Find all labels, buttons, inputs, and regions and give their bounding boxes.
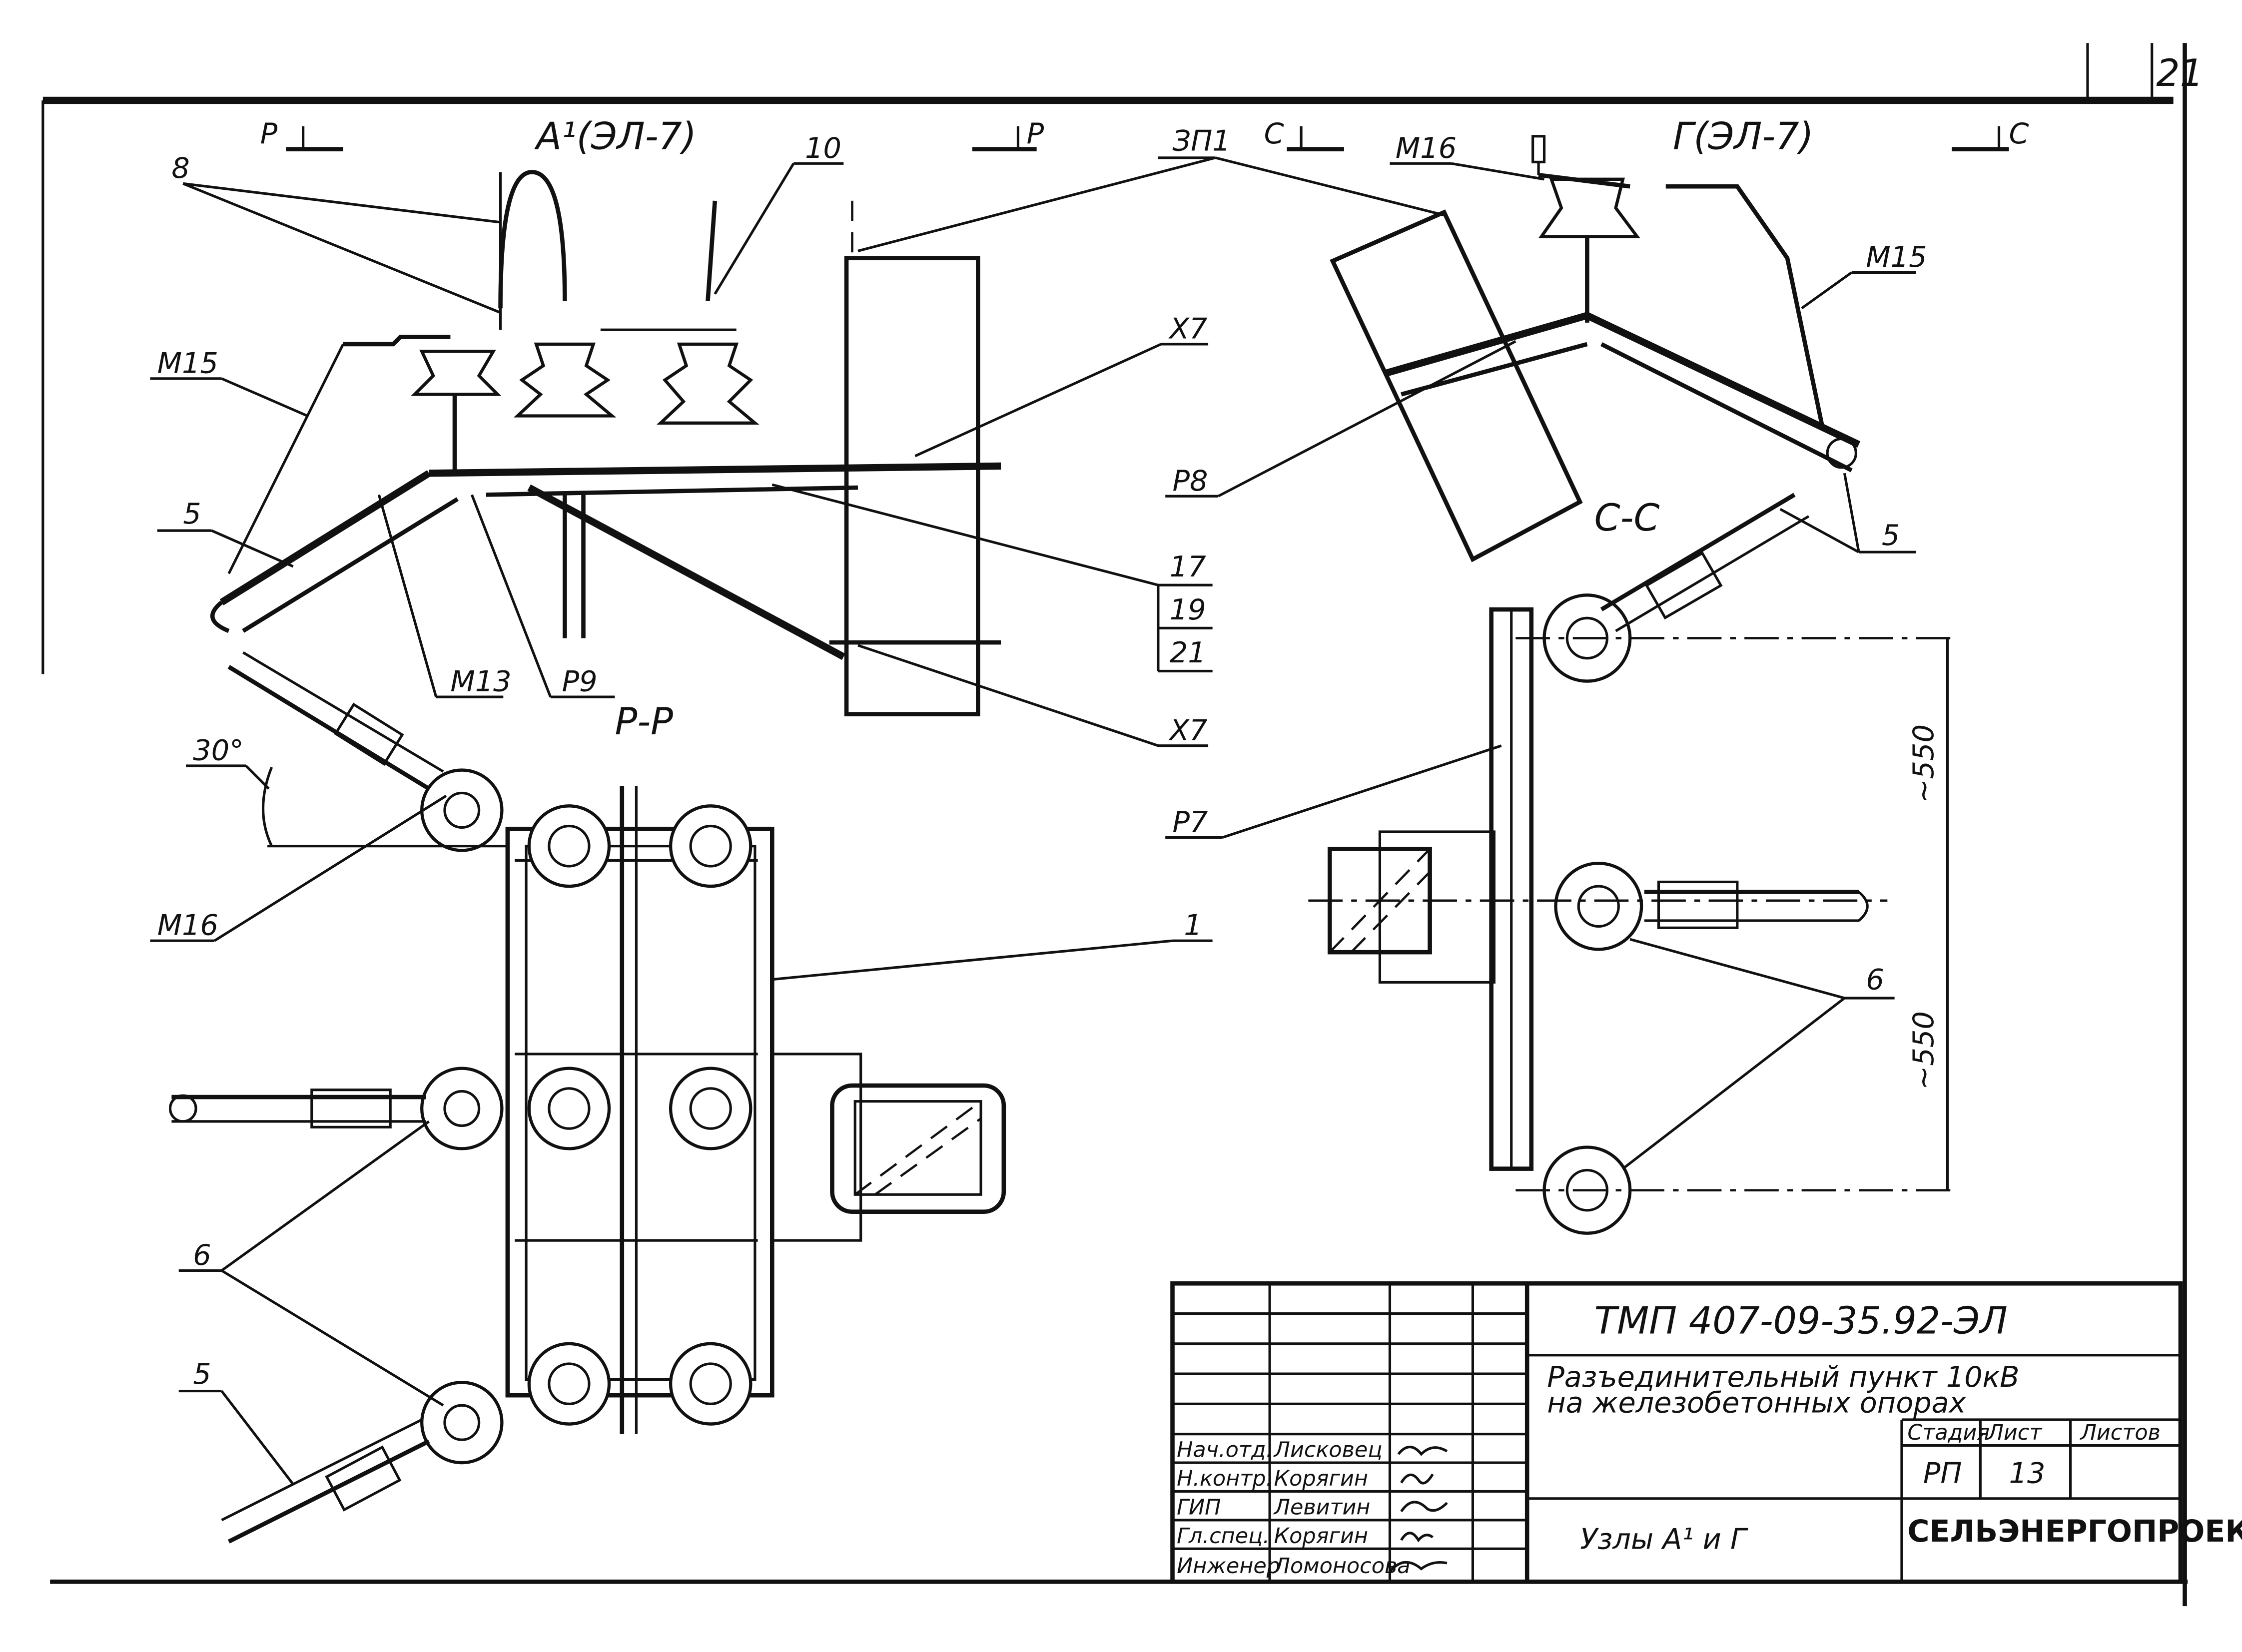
callout-8: 8: [171, 151, 189, 185]
section-pp: Р-Р: [150, 651, 1213, 1544]
title-line-1: Разъединительный пункт 10кВ: [1547, 1360, 2019, 1394]
callout-m13: М13: [450, 665, 511, 698]
callout-5-left: 5: [183, 497, 201, 531]
callout-21: 21: [1170, 636, 1206, 669]
callout-19: 19: [1170, 593, 1206, 626]
dimension-upper: ~550: [1907, 724, 1940, 803]
cut-c-right-label: С: [2009, 117, 2029, 150]
view-g: Г(ЭЛ-7) С С М16 М15 Р8 5: [1165, 114, 2029, 562]
sig-role: ГИП: [1177, 1495, 1221, 1520]
dimension-lower: ~550: [1907, 1011, 1940, 1090]
header-sheet: Лист: [1987, 1420, 2043, 1445]
callout-m16-left: М16: [157, 909, 218, 942]
sig-role: Гл.спец.: [1177, 1524, 1270, 1549]
organization: СЕЛЬЭНЕРГОПРОЕКТ: [1907, 1514, 2242, 1549]
callout-17: 17: [1170, 550, 1206, 583]
callout-6-right: 6: [1866, 963, 1884, 997]
callout-p9: Р9: [562, 665, 598, 698]
view-a1-title: А¹(ЭЛ-7): [534, 114, 697, 158]
value-stage: РП: [1923, 1456, 1962, 1490]
callout-5-right: 5: [1882, 519, 1900, 552]
callout-10: 10: [805, 131, 841, 165]
insulator-2: [513, 342, 617, 418]
callout-m15-left: М15: [157, 346, 218, 380]
header-sheets: Листов: [2080, 1420, 2161, 1445]
sig-name: Ломоносова: [1273, 1554, 1411, 1579]
section-cc: С-С ~550 ~550 Р7 6: [1165, 493, 1959, 1235]
sig-name: Корягин: [1274, 1524, 1368, 1549]
section-pp-title: Р-Р: [615, 700, 673, 743]
callout-angle: 30°: [193, 733, 243, 767]
cut-p-left-label: Р: [260, 117, 278, 150]
insulators-top-view: [420, 768, 752, 1465]
doc-code: ТМП 407-09-35.92-ЭЛ: [1594, 1299, 2008, 1343]
callout-p8: Р8: [1173, 464, 1208, 498]
insulator-3: [657, 342, 759, 425]
callout-5-bottom: 5: [193, 1357, 211, 1391]
cut-p-right-label: Р: [1027, 117, 1044, 150]
sig-role: Нач.отд.: [1177, 1438, 1273, 1463]
title-line-2: на железобетонных опорах: [1547, 1386, 1966, 1420]
callout-p7: Р7: [1173, 805, 1208, 839]
signature-rows: Нач.отд. Лисковец Н.контр. Корягин ГИП Л…: [1177, 1438, 1411, 1579]
handwritten-signatures: [1389, 1446, 1448, 1573]
view-g-title: Г(ЭЛ-7): [1673, 114, 1814, 158]
view-a1: А¹(ЭЛ-7) Р Р: [150, 114, 1445, 747]
sig-role: Инженер: [1177, 1554, 1280, 1579]
sig-name: Корягин: [1274, 1466, 1368, 1491]
callout-x7-upper: Х7: [1168, 312, 1208, 345]
cut-c-left-label: С: [1264, 117, 1284, 150]
callout-m15-right: М15: [1866, 240, 1927, 274]
insulator-1: [411, 350, 502, 474]
callout-6-left: 6: [193, 1238, 211, 1272]
value-sheet: 13: [2009, 1456, 2046, 1490]
title-block: ТМП 407-09-35.92-ЭЛ Разъединительный пун…: [1170, 1281, 2242, 1584]
sig-name: Лисковец: [1273, 1438, 1383, 1463]
header-stage: Стадия: [1907, 1420, 1990, 1445]
callout-1: 1: [1184, 909, 1202, 942]
callout-3p1: ЗП1: [1173, 124, 1231, 157]
drawing-name: Узлы А¹ и Г: [1580, 1522, 1748, 1556]
section-cc-title: С-С: [1594, 496, 1660, 540]
sig-role: Н.контр.: [1177, 1466, 1273, 1491]
callout-m16-top: М16: [1396, 131, 1457, 165]
sig-name: Левитин: [1273, 1495, 1371, 1520]
callout-x7-lower: Х7: [1168, 713, 1208, 747]
drawing-frame: 21: [41, 43, 2204, 1607]
sheet-number: 21: [2156, 51, 2204, 95]
